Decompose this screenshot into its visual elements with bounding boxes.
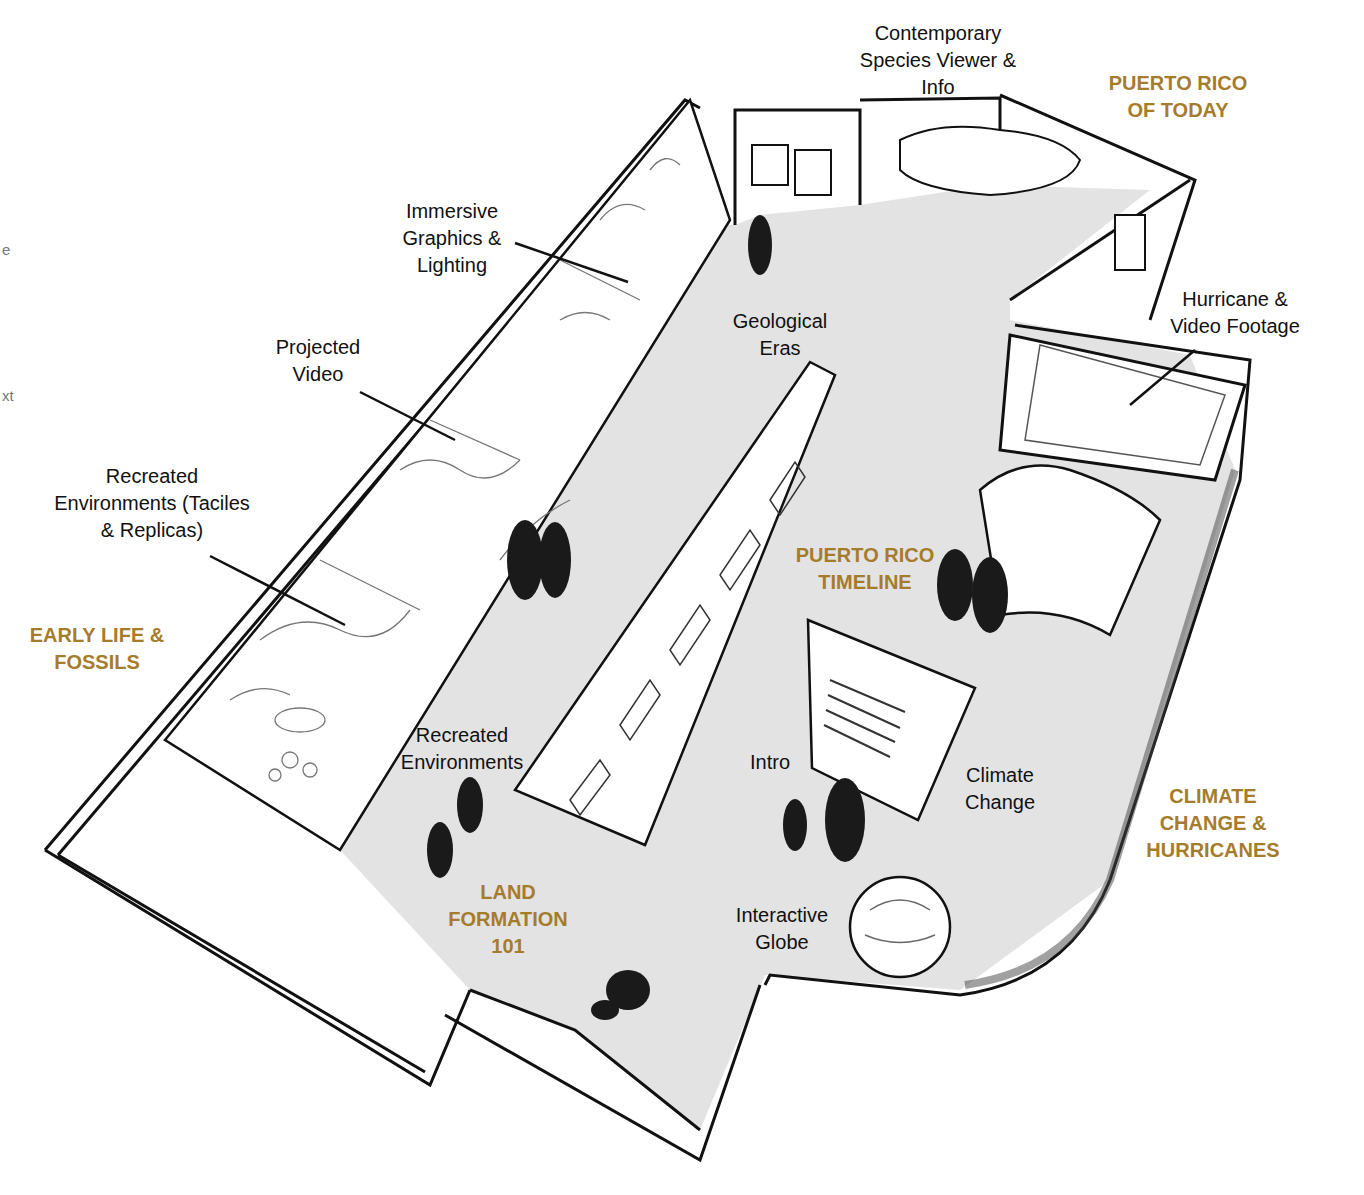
callout-label: Immersive Graphics & Lighting — [387, 198, 517, 279]
visitors — [427, 215, 1008, 1020]
hurricane-screen — [1000, 335, 1245, 480]
zone-title: PUERTO RICO OF TODAY — [1093, 70, 1263, 124]
timeline-panels — [570, 462, 805, 815]
walls — [45, 95, 1250, 1160]
zone-title: LAND FORMATION 101 — [443, 879, 573, 960]
callout-label: Intro — [740, 749, 800, 776]
zone-title: EARLY LIFE & FOSSILS — [20, 622, 175, 676]
screen-image — [1025, 345, 1225, 465]
climate-wall — [965, 470, 1235, 985]
zone-title: CLIMATE CHANGE & HURRICANES — [1138, 783, 1288, 864]
leader-lines — [210, 243, 1195, 625]
callout-label: Interactive Globe — [727, 902, 837, 956]
callout-label: Projected Video — [263, 334, 373, 388]
curved-panel — [980, 466, 1160, 636]
globe — [850, 877, 950, 977]
callout-label: Contemporary Species Viewer & Info — [853, 20, 1023, 101]
top-displays — [752, 127, 1145, 270]
callout-label: Hurricane & Video Footage — [1155, 286, 1315, 340]
callout-label: Recreated Environments (Taciles & Replic… — [47, 463, 257, 544]
callout-label: e — [2, 236, 22, 263]
callout-label: Climate Change — [950, 762, 1050, 816]
callout-label: xt — [2, 382, 32, 409]
board-lines — [824, 680, 905, 757]
floor — [340, 185, 1235, 1130]
timeline-wall — [515, 362, 835, 845]
zone-title: PUERTO RICO TIMELINE — [783, 542, 948, 596]
globe-sketch — [865, 900, 935, 943]
callout-label: Geological Eras — [720, 308, 840, 362]
callout-label: Recreated Environments — [387, 722, 537, 776]
